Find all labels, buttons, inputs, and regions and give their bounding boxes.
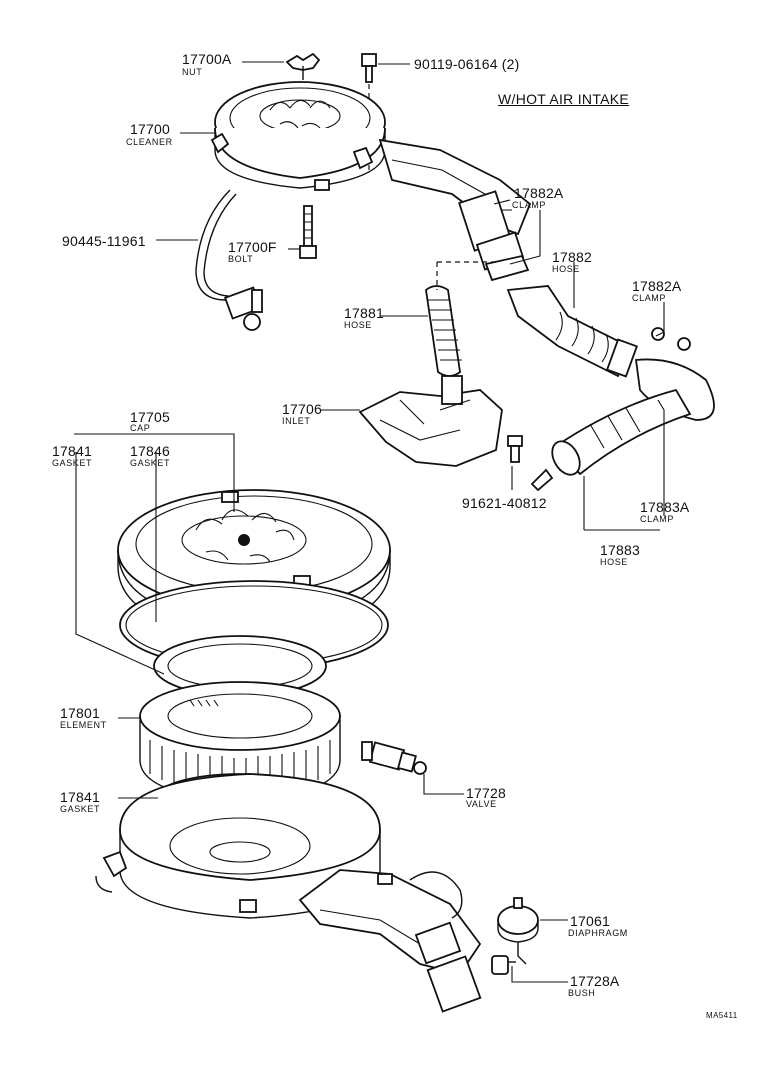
bolt-90119 [361,53,377,170]
part-17882A-name-1: CLAMP [512,200,547,210]
lower-air-cleaner-exploded [95,489,539,1013]
part-17883A-name: CLAMP [640,514,675,524]
part-17728A-number: 17728A [570,973,620,989]
part-17883-number: 17883 [600,542,640,558]
part-17706-name: INLET [282,416,311,426]
part-17728-name: VALVE [466,799,497,809]
part-17841-number-2: 17841 [60,789,100,805]
part-17700A-name: NUT [182,67,203,77]
part-17882-name: HOSE [552,264,580,274]
cap-17705 [117,489,391,639]
valve-17728 [361,741,427,775]
part-17801-number: 17801 [60,705,100,721]
part-17841-name-1: GASKET [52,458,93,468]
section-title: W/HOT AIR INTAKE [498,91,630,107]
part-17846-number: 17846 [130,443,170,459]
part-17061-number: 17061 [570,913,610,929]
hose-17883 [530,388,692,492]
part-17700A-number: 17700A [182,51,232,67]
part-17706-number: 17706 [282,401,322,417]
part-90119-number: 90119-06164 (2) [414,56,520,72]
wing-nut-17700A [285,52,321,80]
hose-17882 [506,285,715,421]
upper-air-cleaner-assembly [195,52,715,492]
cleaner-case [95,773,482,1013]
part-17061-name: DIAPHRAGM [568,928,628,938]
part-17801-name: ELEMENT [60,720,107,730]
part-91621-number: 91621-40812 [462,495,547,511]
part-17882-number: 17882 [552,249,592,265]
hose-17881 [425,261,500,377]
drawing-code: MA5411 [706,1011,738,1020]
part-17881-name: HOSE [344,320,372,330]
bush-17728A [491,955,516,975]
part-17882A-number-2: 17882A [632,278,682,294]
diaphragm-17061 [497,897,539,965]
part-17882A-number-1: 17882A [514,185,564,201]
part-17841-name-2: GASKET [60,804,101,814]
bolt-17700F [299,205,317,259]
part-17705-number: 17705 [130,409,170,425]
part-17728A-name: BUSH [568,988,596,998]
part-17841-number-1: 17841 [52,443,92,459]
part-90445-number: 90445-11961 [62,233,146,249]
part-17846-name: GASKET [130,458,171,468]
part-17700-number: 17700 [130,121,170,137]
cleaner-housing-17700 [210,81,532,282]
vacuum-hose-90445 [195,189,263,331]
part-17883-name: HOSE [600,557,628,567]
part-17882A-name-2: CLAMP [632,293,667,303]
screw-91621 [507,435,523,463]
part-17700F-name: BOLT [228,254,254,264]
part-17881-number: 17881 [344,305,384,321]
leader-lines [74,61,665,983]
part-17700-name: CLEANER [126,137,173,147]
part-17700F-number: 17700F [228,239,277,255]
part-17705-name: CAP [130,423,151,433]
part-17883A-number: 17883A [640,499,690,515]
inlet-17706 [358,375,503,467]
part-17728-number: 17728 [466,785,506,801]
